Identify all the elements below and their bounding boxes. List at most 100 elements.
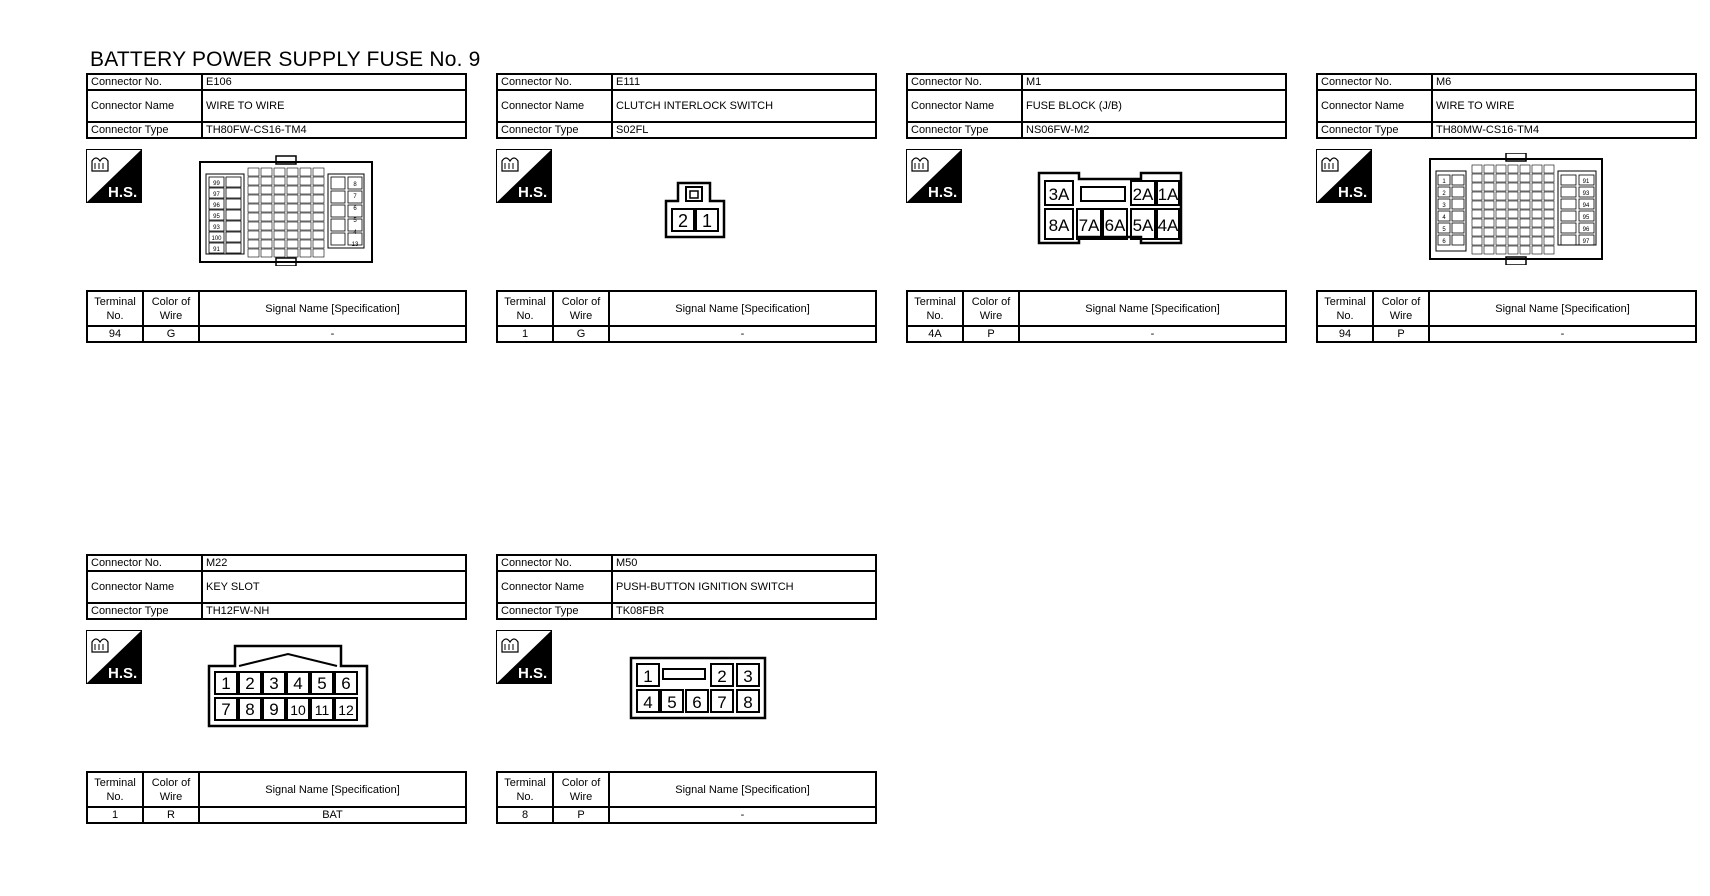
pin-cavity bbox=[273, 248, 286, 258]
connector-e111-face-icon: 2 1 bbox=[664, 181, 726, 239]
pin-cavity bbox=[214, 697, 238, 721]
pin-cavity bbox=[299, 185, 312, 195]
pin-label: 93 bbox=[1583, 191, 1590, 197]
terminal-no-header: Terminal No. bbox=[496, 771, 554, 808]
pin-cavity bbox=[1560, 222, 1577, 234]
color-of-wire-value: G bbox=[142, 325, 200, 343]
connector-no-value: M50 bbox=[611, 554, 877, 572]
pin-cavity bbox=[1495, 164, 1507, 174]
pin-label: 96 bbox=[213, 203, 220, 209]
pin-cavity bbox=[310, 697, 334, 721]
color-of-wire-value: P bbox=[1372, 325, 1430, 343]
pin-cavity bbox=[1495, 200, 1507, 210]
pin-label: 97 bbox=[1583, 239, 1590, 245]
hs-label: H.S. bbox=[108, 665, 137, 682]
pin-label: 8A bbox=[1049, 216, 1070, 235]
pin-cavity bbox=[1519, 191, 1531, 201]
pin-label: 1 bbox=[1442, 179, 1446, 185]
pin-cavity bbox=[260, 194, 273, 204]
pin-cavity bbox=[1507, 218, 1519, 228]
pin-label: 4 bbox=[293, 674, 302, 693]
pin-cavity bbox=[312, 230, 325, 240]
pin-cavity bbox=[1519, 173, 1531, 183]
hs-harness-side-icon: H.S. bbox=[496, 630, 552, 684]
connector-type-value: NS06FW-M2 bbox=[1021, 121, 1287, 139]
pin-cavity bbox=[1437, 186, 1451, 198]
pin-label: 7 bbox=[717, 693, 726, 712]
pin-cavity bbox=[330, 190, 346, 204]
pin-cavity bbox=[273, 203, 286, 213]
pin-cavity bbox=[1543, 236, 1555, 246]
pin-cavity bbox=[330, 204, 346, 218]
pin-cavity bbox=[299, 221, 312, 231]
pin-cavity bbox=[1451, 210, 1465, 222]
pin-cavity bbox=[1507, 200, 1519, 210]
connector-no-label: Connector No. bbox=[496, 73, 613, 91]
pin-label: 95 bbox=[1583, 215, 1590, 221]
color-of-wire-header: Color of Wire bbox=[1372, 290, 1430, 327]
connector-name-label: Connector Name bbox=[86, 570, 203, 604]
pin-cavity bbox=[1543, 227, 1555, 237]
pin-cavity bbox=[299, 203, 312, 213]
connector-type-value: TH80MW-CS16-TM4 bbox=[1431, 121, 1697, 139]
hs-label: H.S. bbox=[1338, 184, 1367, 201]
pin-cavity bbox=[247, 185, 260, 195]
pin-label: 2 bbox=[1442, 191, 1446, 197]
pin-cavity bbox=[247, 239, 260, 249]
pin-label: 5 bbox=[1442, 227, 1446, 233]
pin-cavity bbox=[260, 230, 273, 240]
pin-label: 100 bbox=[211, 236, 222, 242]
pin-cavity bbox=[1483, 173, 1495, 183]
pin-label: 5 bbox=[353, 218, 357, 224]
pin-cavity bbox=[1560, 174, 1577, 186]
connector-no-label: Connector No. bbox=[1316, 73, 1433, 91]
pin-cavity bbox=[225, 187, 242, 199]
connector-name-label: Connector Name bbox=[86, 89, 203, 123]
pin-cavity bbox=[330, 232, 346, 246]
pin-cavity bbox=[1471, 173, 1483, 183]
connector-name-label: Connector Name bbox=[496, 570, 613, 604]
pin-cavity bbox=[299, 176, 312, 186]
pin-cavity bbox=[1543, 200, 1555, 210]
pin-cavity bbox=[260, 212, 273, 222]
pin-cavity bbox=[1519, 182, 1531, 192]
color-of-wire-header: Color of Wire bbox=[552, 771, 610, 808]
pin-cavity bbox=[1451, 222, 1465, 234]
pin-label: 8 bbox=[245, 700, 254, 719]
pin-cavity bbox=[286, 203, 299, 213]
signal-name-header: Signal Name [Specification] bbox=[1018, 290, 1287, 327]
pin-cavity bbox=[225, 176, 242, 188]
pin-cavity bbox=[1531, 209, 1543, 219]
pin-cavity bbox=[1531, 236, 1543, 246]
pin-cavity bbox=[247, 167, 260, 177]
pin-cavity bbox=[225, 242, 242, 254]
pin-cavity bbox=[1437, 210, 1451, 222]
pin-cavity bbox=[247, 230, 260, 240]
color-of-wire-header: Color of Wire bbox=[142, 771, 200, 808]
pin-cavity bbox=[238, 697, 262, 721]
signal-name-header: Signal Name [Specification] bbox=[1428, 290, 1697, 327]
pin-cavity bbox=[286, 194, 299, 204]
pin-cavity bbox=[1560, 210, 1577, 222]
pin-cavity bbox=[273, 212, 286, 222]
pin-cavity bbox=[1578, 174, 1595, 186]
pin-cavity bbox=[1560, 198, 1577, 210]
pin-cavity bbox=[312, 167, 325, 177]
pin-cavity bbox=[1519, 227, 1531, 237]
pin-label: 13 bbox=[352, 242, 359, 248]
pin-cavity bbox=[260, 185, 273, 195]
pin-label: 4A bbox=[1158, 216, 1179, 235]
pin-cavity bbox=[286, 248, 299, 258]
hs-label: H.S. bbox=[108, 184, 137, 201]
pin-cavity bbox=[286, 697, 310, 721]
pin-cavity bbox=[208, 176, 225, 188]
pin-cavity bbox=[334, 671, 358, 695]
pin-cavity bbox=[1578, 222, 1595, 234]
pin-cavity bbox=[286, 230, 299, 240]
pin-cavity bbox=[260, 203, 273, 213]
page-title: BATTERY POWER SUPPLY FUSE No. 9 bbox=[90, 48, 481, 71]
